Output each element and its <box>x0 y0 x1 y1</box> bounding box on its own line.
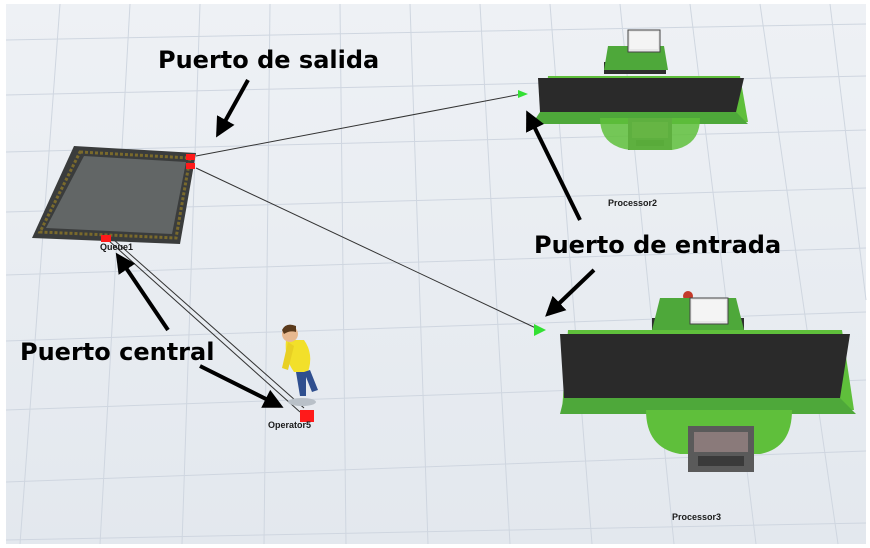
central-port-annotation: Puerto central <box>20 338 214 366</box>
arrow-icon <box>526 110 582 221</box>
queue-object[interactable]: Queue1 <box>32 146 196 252</box>
port-icon[interactable] <box>518 90 528 98</box>
output-port-annotation: Puerto de salida <box>158 46 379 74</box>
processor-b[interactable]: Processor3 <box>534 291 856 522</box>
processor-icon <box>560 291 856 472</box>
connector-queue-to-processor2 <box>195 93 523 157</box>
processor-b-label: Processor3 <box>672 512 721 522</box>
port-icon[interactable] <box>101 235 111 242</box>
port-icon[interactable] <box>186 163 195 169</box>
port-icon[interactable] <box>186 154 195 160</box>
processor-a[interactable]: Processor2 <box>518 29 748 208</box>
queue-border-stripe <box>37 150 192 240</box>
connector-queue-to-processor3 <box>195 167 541 331</box>
annotation-arrows <box>115 79 596 408</box>
connector-queue-to-operator <box>107 239 301 413</box>
input-port-annotation: Puerto de entrada <box>534 231 781 259</box>
operator-figure-icon <box>282 324 318 406</box>
port-icon[interactable] <box>534 324 546 336</box>
port-icon[interactable] <box>300 410 314 422</box>
arrow-icon <box>199 364 284 408</box>
queue-label: Queue1 <box>100 242 133 252</box>
processor-icon <box>532 29 748 150</box>
connector-queue-to-operator-b <box>113 239 305 409</box>
processor-a-label: Processor2 <box>608 198 657 208</box>
arrow-icon <box>545 268 596 317</box>
arrow-icon <box>115 252 170 332</box>
port-connectors <box>107 93 541 413</box>
operator-label: Operator5 <box>268 420 311 430</box>
operator-object[interactable]: Operator5 <box>268 324 318 430</box>
queue-surface <box>46 156 186 234</box>
arrow-icon <box>216 79 250 138</box>
